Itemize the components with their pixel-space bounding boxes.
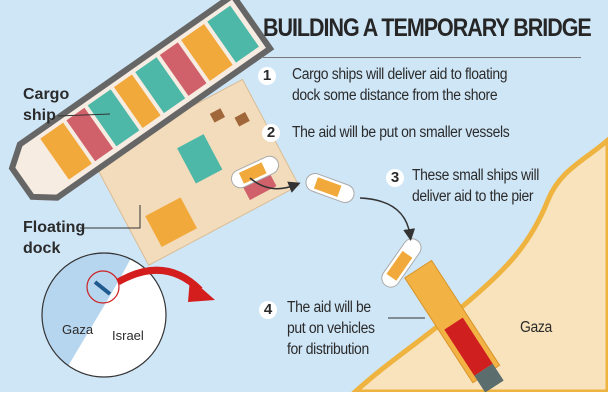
cargo-ship — [8, 0, 275, 201]
small-vessel-2 — [305, 173, 355, 203]
step-text: Cargo ships will deliver aid to floating — [292, 66, 508, 83]
floating-dock-label: Floating — [23, 219, 86, 236]
inset-israel-label: Israel — [112, 328, 144, 343]
cargo-ship-leader — [57, 113, 111, 117]
arrow-3-4 — [359, 197, 416, 241]
step-text: for distribution — [287, 341, 369, 358]
gaza-shore-label: Gaza — [520, 319, 552, 336]
cargo-ship-label: Cargo — [23, 86, 70, 103]
cargo-ship-label: ship — [23, 107, 56, 124]
floating-dock-leader — [80, 205, 141, 229]
inset-map — [41, 252, 215, 378]
step-text: These small ships will — [412, 167, 539, 184]
small-vessel-1 — [230, 155, 280, 189]
step-number: 3 — [386, 169, 404, 187]
step-text: The aid will be put on smaller vessels — [292, 124, 510, 141]
step-number: 2 — [262, 124, 280, 142]
small-vessel-3 — [381, 238, 422, 288]
step-text: The aid will be — [287, 299, 371, 316]
step-text: dock some distance from the shore — [292, 87, 498, 104]
step-number: 4 — [259, 301, 277, 319]
step-number: 1 — [258, 67, 276, 85]
title-divider — [263, 57, 581, 58]
arrow-2-3 — [249, 177, 301, 193]
bottom-border — [0, 392, 608, 400]
gaza-land — [348, 136, 608, 395]
inset-gaza-label: Gaza — [62, 322, 94, 337]
floating-dock-label: dock — [23, 240, 61, 257]
page-title: BUILDING A TEMPORARY BRIDGE — [263, 14, 592, 42]
pier — [404, 259, 504, 393]
step-text: put on vehicles — [287, 320, 375, 337]
step-text: deliver aid to the pier — [412, 188, 534, 205]
